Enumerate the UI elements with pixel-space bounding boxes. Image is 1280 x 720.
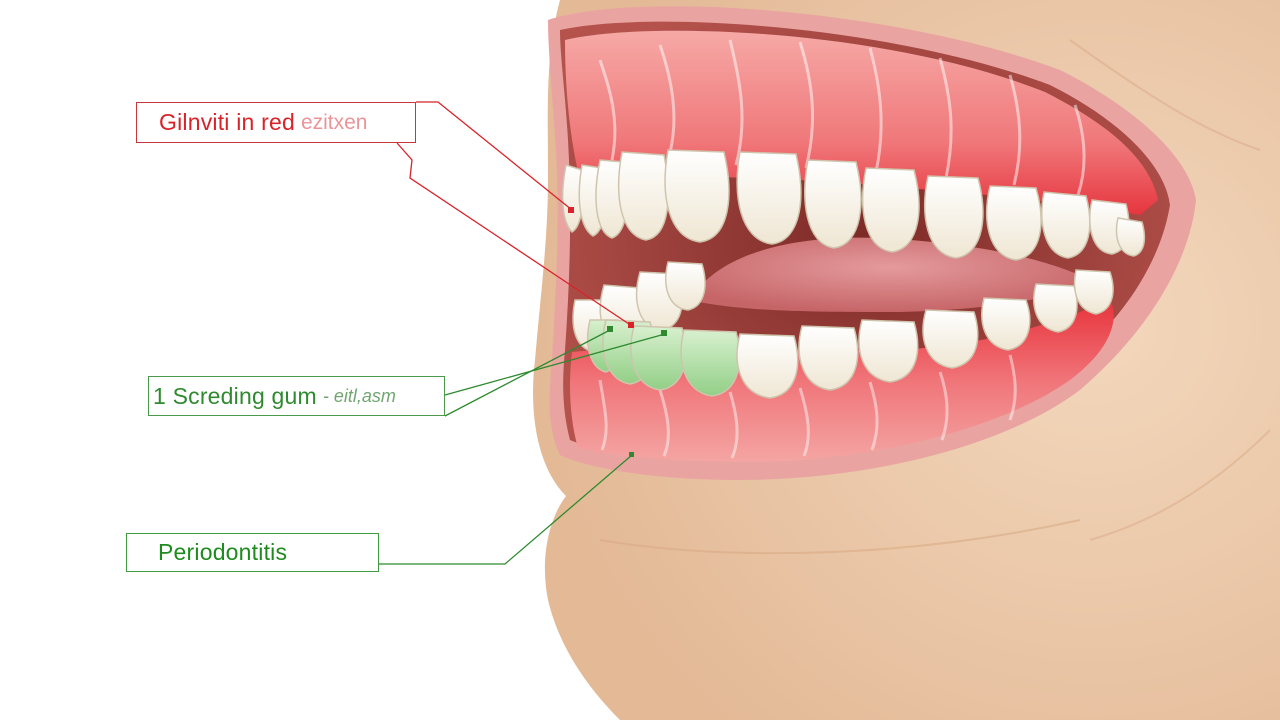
tongue (690, 237, 1090, 312)
lower-teeth (587, 269, 1114, 399)
leader-gingivitis-b (396, 142, 633, 327)
label-bleeding-gum-text: 1 Screding gum (153, 382, 317, 409)
label-gingivitis-faded-text: ezitxen (300, 110, 368, 134)
leader-periodontitis (379, 454, 633, 565)
label-bleeding-gum-faded-text: - eitl,asm (322, 385, 396, 406)
leader-lines (379, 101, 666, 565)
leader-gingivitis-a (416, 101, 573, 211)
label-periodontitis: Periodontitis (126, 533, 379, 572)
label-bleeding-gum: 1 Screding gum - eitl,asm (148, 376, 445, 416)
leader-bleeding-a (444, 329, 611, 417)
label-gingivitis: Gilnviti in red ezitxen (136, 102, 416, 143)
label-gingivitis-text: Gilnviti in red (159, 109, 295, 135)
leader-bleeding-b (444, 333, 666, 396)
upper-teeth (561, 149, 1146, 261)
label-periodontitis-text: Periodontitis (158, 539, 288, 565)
